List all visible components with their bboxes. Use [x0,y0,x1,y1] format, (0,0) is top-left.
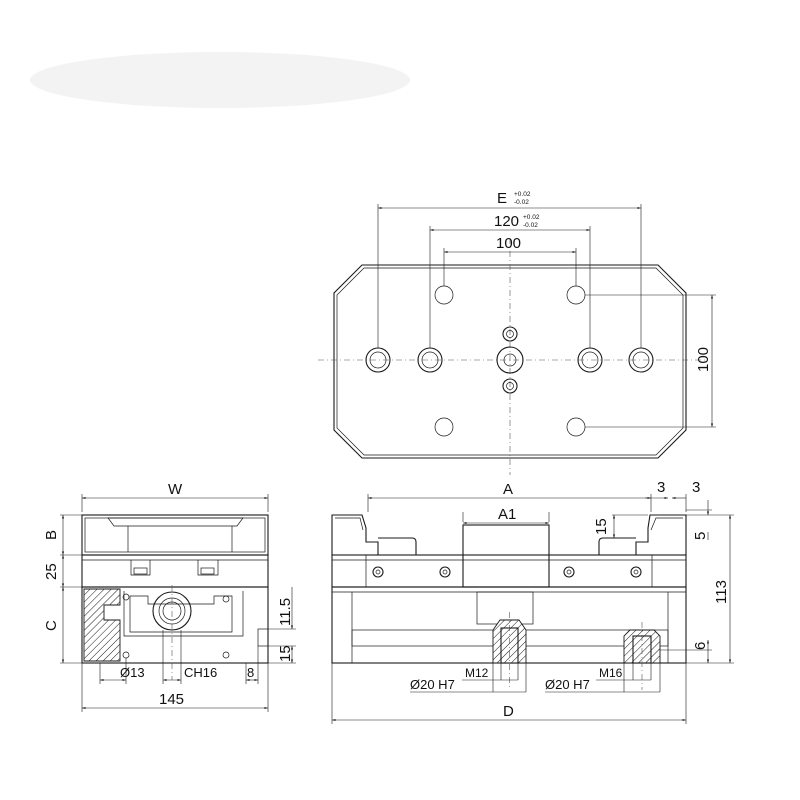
dim-c-label: C [43,620,60,631]
center-bore [496,346,524,374]
dim-8-label: 8 [247,665,254,680]
dim-113-label: 113 [713,580,730,604]
dim-a1-label: A1 [498,506,516,523]
dim-d13-label: Ø13 [120,665,145,680]
dim-m16-label: M16 [599,666,623,680]
mounting-hole [566,285,586,305]
dim-145-label: 145 [159,691,184,708]
side-view: W B 25 C 11.5 15 Ø13 CH16 8 [43,481,296,712]
small-center-hole [502,326,518,342]
dim-15-label: 15 [277,645,294,662]
front-left-jaw [331,514,379,556]
dim-3-left-label: 3 [657,479,665,496]
dim-e-tol-plus: +0.02 [514,191,531,198]
dim-120-tol-plus: +0.02 [523,214,540,221]
side-base [81,586,269,664]
dim-m12-label: M12 [465,666,489,680]
front-right-jaw-step [598,537,636,555]
front-right-jaw [635,514,687,556]
dim-6-label: 6 [692,642,709,650]
dim-100-v-label: 100 [695,347,712,372]
dim-d20-left-label: Ø20 H7 [410,677,455,692]
dim-5-label: 5 [692,532,709,540]
dim-11-5-label: 11.5 [277,598,294,626]
small-center-hole [502,378,518,394]
top-plate-inner-outline [336,267,684,456]
dim-3-right-label: 3 [692,479,700,496]
dim-120-label: 120 [494,213,519,230]
dim-e-tol-minus: -0.02 [514,199,529,206]
blurred-header [30,52,410,108]
dim-25-label: 25 [43,563,60,580]
mounting-hole [434,417,454,437]
front-view: A 3 3 A1 15 5 113 6 M12 M [331,479,734,724]
front-right-bore-section [623,629,661,664]
dim-d-label: D [503,703,514,720]
front-left-jaw-step [378,537,417,555]
dim-b-label: B [43,530,60,540]
dim-d20-right-label: Ø20 H7 [545,677,590,692]
dim-120-tol-minus: -0.02 [523,222,538,229]
dim-e-label: E [497,190,507,207]
dim-100-h-label: 100 [496,235,521,252]
front-base-pocket [476,591,534,625]
dim-w-label: W [168,481,183,498]
dim-ch16-label: CH16 [184,665,217,680]
top-view: E +0.02 -0.02 120 +0.02 -0.02 100 100 [318,190,716,475]
side-hatched-section [83,588,121,662]
mounting-hole [566,417,586,437]
mounting-hole [434,285,454,305]
front-center-block [462,524,550,588]
dim-a-label: A [503,481,513,498]
dim-15-front-label: 15 [593,518,610,535]
top-plate-outline [333,264,687,459]
